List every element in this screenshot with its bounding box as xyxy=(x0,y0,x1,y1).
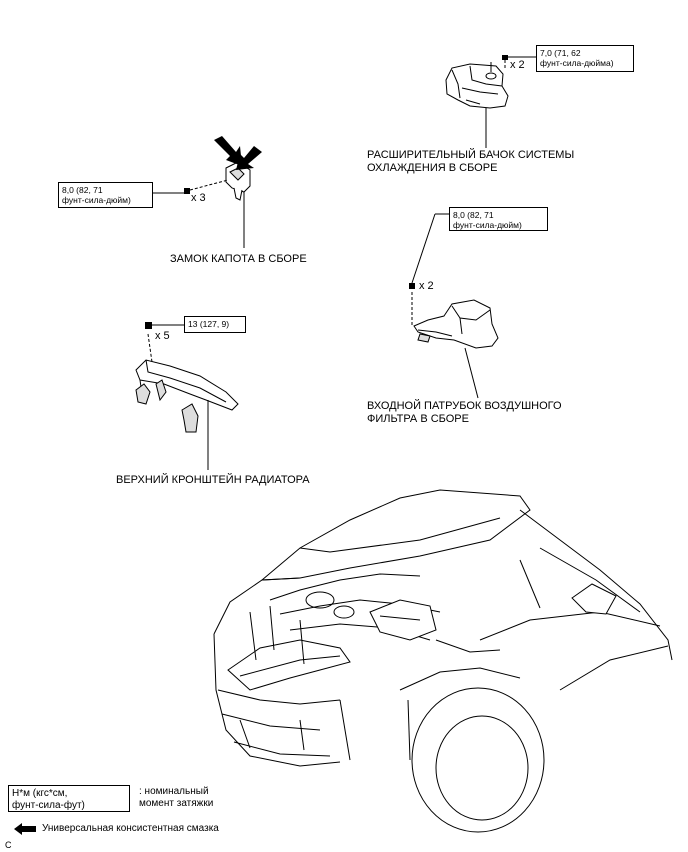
radiator-support-name: ВЕРХНИЙ КРОНШТЕЙН РАДИАТОРА xyxy=(116,474,310,486)
reservoir-bolt-icon xyxy=(502,55,508,70)
grease-arrow-icon xyxy=(214,136,262,170)
hood-lock-quantity: x 3 xyxy=(191,192,206,204)
legend-torque-desc-line1: : номинальный xyxy=(139,786,209,797)
air-inlet-torque-line2: фунт-сила-дюйм) xyxy=(453,220,522,230)
reservoir-name-line2: ОХЛАЖДЕНИЯ В СБОРЕ xyxy=(367,162,498,174)
air-inlet-quantity: x 2 xyxy=(419,280,434,292)
legend-torque-units-line1: Н*м (кгс*см, xyxy=(12,788,68,799)
vehicle-front-drawing xyxy=(213,489,673,833)
hood-lock-drawing xyxy=(189,161,251,248)
air-inlet-torque-box: 8,0 (82, 71 фунт-сила-дюйм) xyxy=(449,207,548,231)
hood-lock-name: ЗАМОК КАПОТА В СБОРЕ xyxy=(170,253,307,265)
hood-lock-torque-box: 8,0 (82, 71 фунт-сила-дюйм) xyxy=(58,182,153,208)
hood-lock-torque-line1: 8,0 (82, 71 xyxy=(62,185,103,195)
radiator-support-drawing xyxy=(135,333,239,470)
radiator-support-torque: 13 (127, 9) xyxy=(188,319,230,329)
hood-lock-torque-line2: фунт-сила-дюйм) xyxy=(62,195,131,205)
air-inlet-drawing xyxy=(411,292,499,349)
air-inlet-name-line1: ВХОДНОЙ ПАТРУБОК ВОЗДУШНОГО xyxy=(367,400,562,412)
hood-lock-bolt-icon xyxy=(184,188,190,194)
legend-torque-units-box: Н*м (кгс*см, фунт-сила-фут) xyxy=(8,785,130,812)
air-inlet-name-line2: ФИЛЬТРА В СБОРЕ xyxy=(367,413,469,425)
coolant-reservoir-drawing xyxy=(445,62,509,148)
radiator-support-quantity: x 5 xyxy=(155,330,170,342)
radiator-support-bolt-icon xyxy=(145,322,152,329)
reservoir-torque-line2: фунт-сила-дюйма) xyxy=(540,58,614,68)
reservoir-torque-line1: 7,0 (71, 62 xyxy=(540,48,581,58)
radiator-support-torque-box: 13 (127, 9) xyxy=(184,316,246,333)
figure-code: C xyxy=(5,840,12,850)
legend-torque-units-line2: фунт-сила-фут) xyxy=(12,800,85,811)
reservoir-quantity: x 2 xyxy=(510,59,525,71)
legend-grease-text: Универсальная консистентная смазка xyxy=(42,823,219,834)
reservoir-name-line1: РАСШИРИТЕЛЬНЫЙ БАЧОК СИСТЕМЫ xyxy=(367,149,575,161)
legend-torque-desc-line2: момент затяжки xyxy=(139,798,214,809)
air-inlet-torque-line1: 8,0 (82, 71 xyxy=(453,210,494,220)
air-inlet-bolt-icon xyxy=(409,283,415,289)
legend-grease-arrow-icon xyxy=(14,823,36,835)
reservoir-torque-box: 7,0 (71, 62 фунт-сила-дюйма) xyxy=(536,45,634,72)
